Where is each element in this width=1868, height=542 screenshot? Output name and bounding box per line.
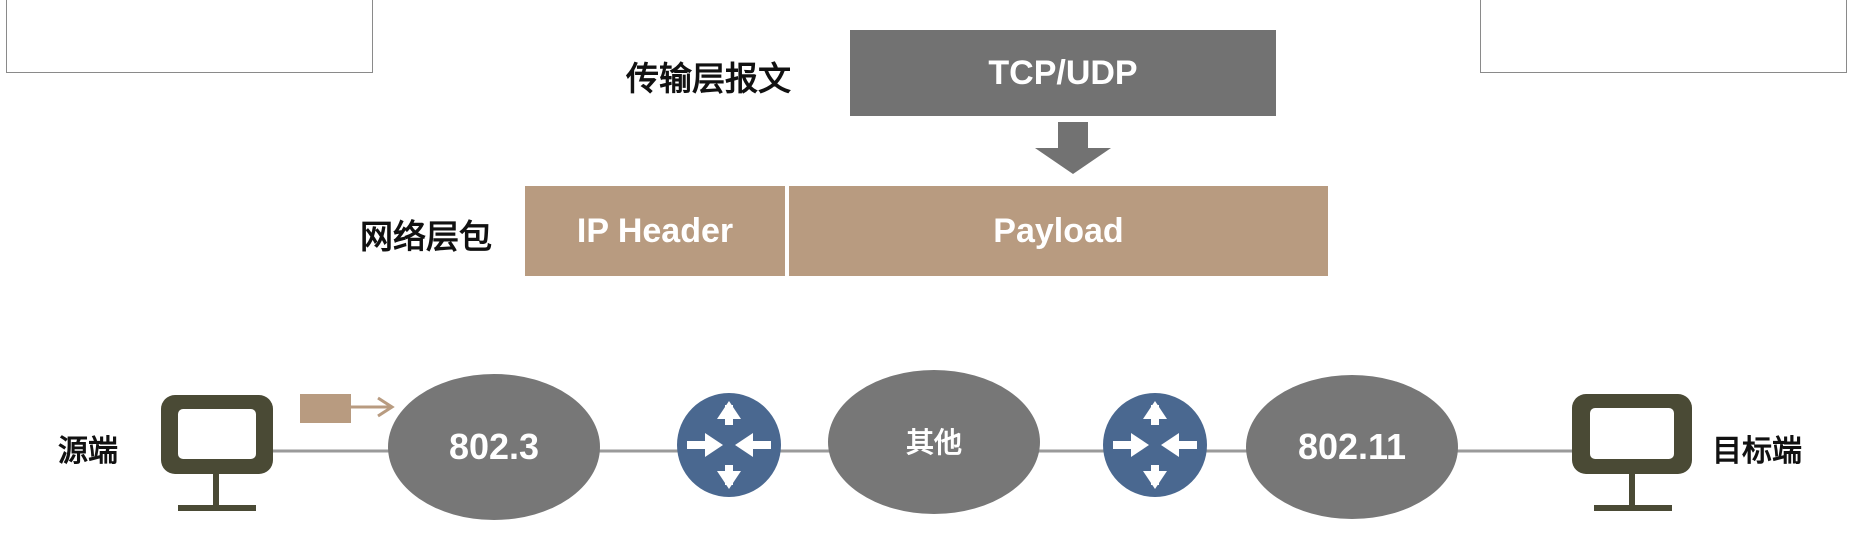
destination-label: 目标端	[1712, 434, 1802, 469]
transport-layer-label: 传输层报文	[626, 59, 791, 98]
network-layer-label: 网络层包	[360, 217, 492, 256]
top-right-frame	[1480, 0, 1847, 73]
link-cloud-80211	[1246, 375, 1458, 519]
link-label-8023: 802.3	[449, 426, 539, 467]
payload-block: Payload	[789, 186, 1328, 276]
router-icon	[677, 393, 781, 497]
router-icon	[1103, 393, 1207, 497]
source-label: 源端	[58, 434, 118, 469]
encapsulation-arrow-icon	[1035, 122, 1111, 174]
link-cloud-8023	[388, 374, 600, 520]
link-label-other: 其他	[906, 426, 962, 459]
tcp-udp-block: TCP/UDP	[850, 30, 1276, 116]
link-cloud-other	[828, 370, 1040, 514]
packet-icon	[300, 394, 395, 423]
source-computer-icon	[161, 395, 273, 511]
destination-computer-icon	[1572, 394, 1692, 511]
link-label-80211: 802.11	[1298, 426, 1406, 467]
ip-header-block: IP Header	[525, 186, 785, 276]
top-left-frame	[6, 0, 373, 73]
